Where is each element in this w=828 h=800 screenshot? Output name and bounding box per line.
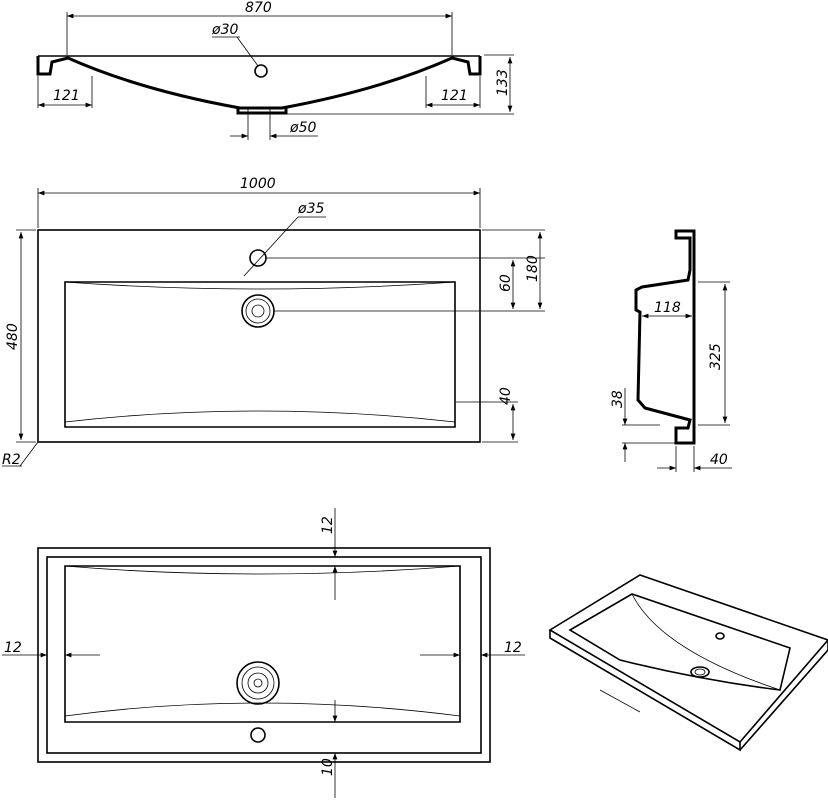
dim-325: 325: [708, 343, 724, 370]
bottom-view: 12 12 12 10: [2, 508, 525, 798]
dim-40-side: 40: [710, 452, 728, 468]
dim-180: 180: [525, 255, 541, 282]
dim-121-left: 121: [53, 88, 80, 104]
isometric-view: [548, 574, 828, 752]
cross-section-side: 325 118 38 40: [610, 229, 732, 472]
dim-tap-30: ø30: [211, 22, 238, 38]
dim-133: 133: [495, 69, 511, 96]
dim-118: 118: [654, 300, 681, 316]
dim-12-right: 12: [504, 640, 522, 656]
dim-1000: 1000: [240, 176, 276, 192]
dim-12-top: 12: [320, 516, 336, 534]
dim-480: 480: [5, 323, 21, 350]
dim-60: 60: [498, 274, 514, 292]
dim-38: 38: [610, 390, 626, 408]
cross-section-front: 870 ø30 121 121 133 ø50: [36, 0, 514, 140]
dim-12-left: 12: [4, 640, 22, 656]
dim-r2: R2: [2, 452, 21, 468]
tap-hole-circle: [254, 64, 268, 78]
plan-view: 1000 ø35 480 60 180 40 R2: [2, 176, 545, 468]
dim-drain-50: ø50: [289, 120, 316, 136]
dim-tap-35: ø35: [297, 201, 324, 217]
dim-40: 40: [498, 387, 514, 405]
dim-10-bottom: 10: [320, 758, 336, 776]
dim-121-right: 121: [441, 88, 468, 104]
dim-870: 870: [245, 0, 272, 16]
